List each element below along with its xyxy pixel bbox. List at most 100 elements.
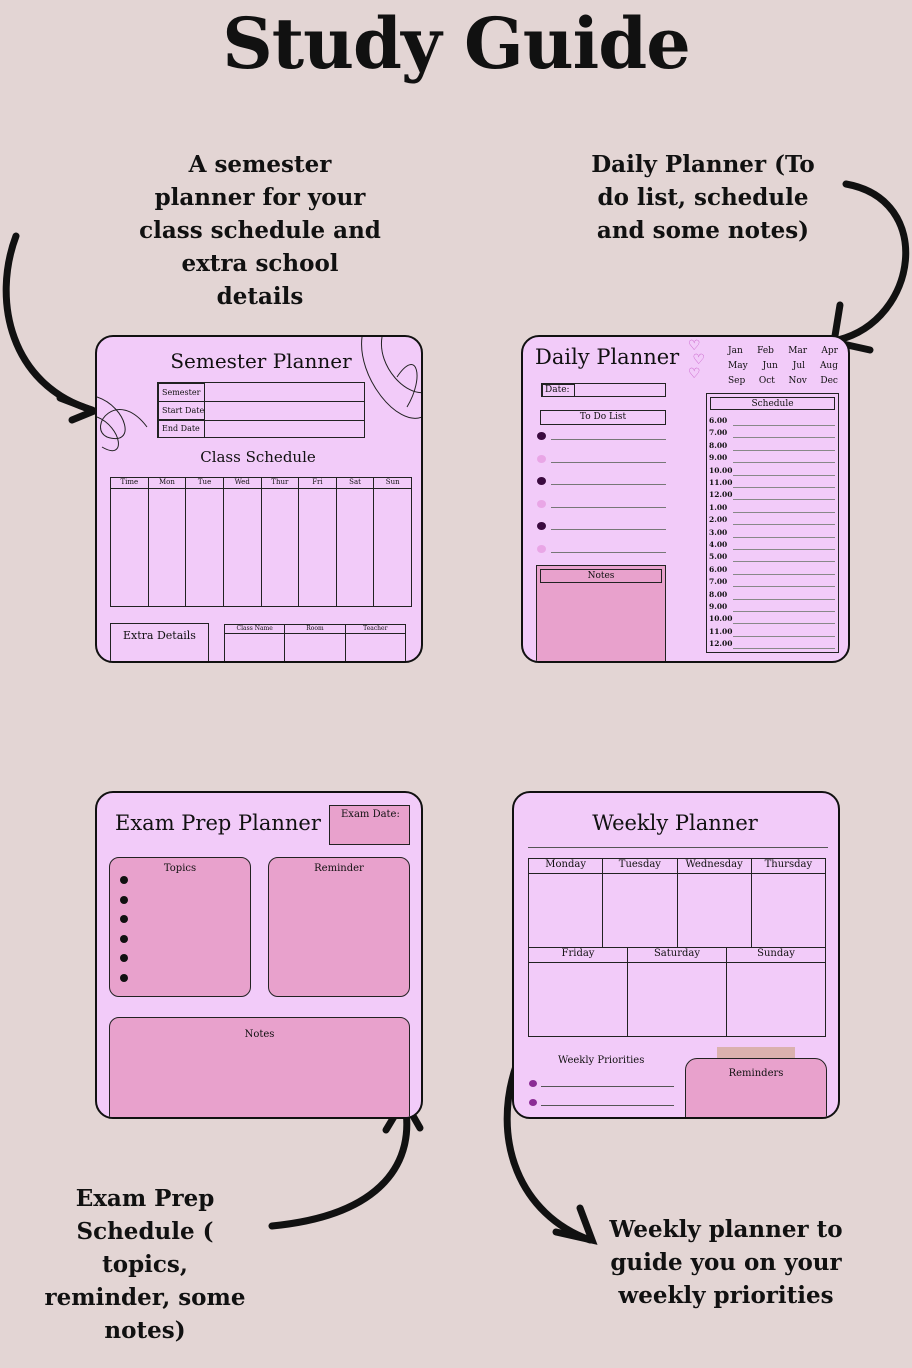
extra-col-teacher: Teacher (345, 625, 405, 634)
reminders-box: Reminders (685, 1058, 827, 1117)
arrow-to-daily (834, 180, 910, 344)
schedule-time-label: 11.00 (709, 626, 733, 636)
schedule-col-time: Time (111, 478, 148, 489)
month-apr: Apr (821, 346, 838, 356)
schedule-col-fri: Fri (299, 478, 336, 489)
caption-semester: A semester planner for your class schedu… (139, 151, 381, 310)
schedule-time-line[interactable] (733, 598, 835, 600)
todo-line[interactable] (551, 461, 666, 463)
month-dec: Dec (820, 376, 838, 386)
todo-line[interactable] (551, 551, 666, 553)
date-field: Date: (541, 383, 666, 397)
priority-bullet (529, 1080, 537, 1087)
todo-line[interactable] (551, 484, 666, 485)
title-divider (528, 847, 828, 848)
schedule-time-label: 4.00 (709, 540, 728, 549)
schedule-time-line[interactable] (733, 487, 835, 488)
month-oct: Oct (758, 376, 775, 386)
schedule-time-line[interactable] (733, 623, 835, 625)
schedule-time-label: 1.00 (709, 502, 728, 512)
day-tuesday: Tuesday (603, 859, 677, 874)
schedule-time-line[interactable] (733, 536, 835, 538)
schedule-time-label: 3.00 (709, 527, 728, 537)
schedule-col-thur: Thur (261, 478, 299, 489)
heart-icon: ♡ ♡♡ (688, 338, 706, 382)
schedule-time-line[interactable] (733, 648, 835, 650)
schedule-col-tue: Tue (186, 478, 223, 489)
extra-details-box: Extra Details (110, 623, 209, 661)
schedule-time-label: 8.00 (709, 440, 728, 450)
schedule-time-line[interactable] (733, 499, 835, 501)
page-title: Study Guide (222, 2, 691, 85)
schedule-time-line[interactable] (733, 474, 835, 476)
schedule-time-line[interactable] (733, 449, 835, 451)
daily-notes-label: Notes (540, 569, 662, 583)
topic-bullet (120, 973, 128, 982)
weekly-planner-title: Weekly Planner (592, 811, 758, 835)
extra-details-label: Extra Details (123, 629, 196, 642)
todo-bullet (537, 432, 546, 440)
priority-line (541, 1086, 674, 1087)
schedule-time-line[interactable] (733, 573, 835, 575)
schedule-time-label: 11.00 (709, 478, 733, 487)
schedule-time-line[interactable] (733, 511, 835, 513)
caption-exam: Exam Prep Schedule ( topics, reminder, s… (44, 1185, 246, 1344)
todo-line[interactable] (551, 529, 666, 530)
month-jul: Jul (792, 361, 806, 371)
schedule-time-line[interactable] (733, 635, 835, 637)
month-jan: Jan (728, 346, 743, 356)
todo-bullet (537, 477, 546, 485)
weekly-top-row: Monday Tuesday Wednesday Thursday (528, 858, 826, 948)
priority-bullet (529, 1099, 537, 1106)
weekly-bottom-row: Friday Saturday Sunday (528, 947, 826, 1037)
weekly-planner-card: Weekly Planner Monday Tuesday Wednesday … (512, 791, 840, 1119)
schedule-time-line[interactable] (733, 462, 835, 464)
field-semester-label: Semester (162, 388, 201, 397)
priority-line (541, 1105, 674, 1106)
schedule-time-label: 8.00 (709, 589, 728, 599)
topics-label: Topics (163, 863, 197, 874)
extra-col-class-name: Class Name (225, 625, 285, 634)
schedule-col-wed: Wed (223, 478, 261, 489)
reminders-label: Reminders (728, 1068, 784, 1079)
month-feb: Feb (757, 346, 774, 356)
todo-line[interactable] (551, 506, 666, 508)
schedule-time-line[interactable] (733, 524, 835, 526)
exam-date-label: Exam Date: (341, 809, 400, 820)
day-wednesday: Wednesday (677, 859, 751, 874)
day-thursday: Thursday (751, 859, 825, 874)
exam-prep-planner-card: Exam Prep Planner Exam Date: Topics Remi… (95, 791, 423, 1119)
arrow-to-exam (268, 1101, 411, 1230)
semester-planner-card: Semester Planner Semester Start Date End… (95, 335, 423, 663)
exam-prep-title: Exam Prep Planner (115, 811, 321, 835)
todo-line[interactable] (551, 439, 666, 440)
day-sunday: Sunday (727, 948, 825, 963)
schedule-time-line[interactable] (733, 437, 835, 439)
reminder-box: Reminder (268, 857, 410, 997)
todo-list-header: To Do List (540, 410, 666, 425)
date-label: Date: (545, 385, 570, 395)
schedule-time-line[interactable] (733, 549, 835, 550)
semester-fields: Semester Start Date End Date (157, 382, 365, 438)
schedule-time-line[interactable] (733, 611, 835, 612)
schedule-time-label: 6.00 (709, 416, 728, 425)
semester-planner-title: Semester Planner (170, 349, 352, 373)
schedule-label: Schedule (710, 397, 835, 410)
schedule-time-line[interactable] (733, 561, 835, 563)
topic-bullet (120, 895, 128, 904)
daily-notes-box: Notes (536, 565, 666, 661)
month-jun: Jun (762, 361, 778, 371)
schedule-time-label: 9.00 (709, 602, 728, 611)
topic-bullet (120, 934, 128, 943)
reminder-label: Reminder (314, 863, 364, 874)
schedule-time-line[interactable] (733, 425, 835, 426)
schedule-time-line[interactable] (733, 586, 835, 588)
exam-notes-box: Notes (109, 1017, 410, 1117)
month-aug: Aug (819, 361, 838, 371)
daily-planner-title: Daily Planner (535, 345, 680, 369)
month-mar: Mar (788, 346, 808, 356)
